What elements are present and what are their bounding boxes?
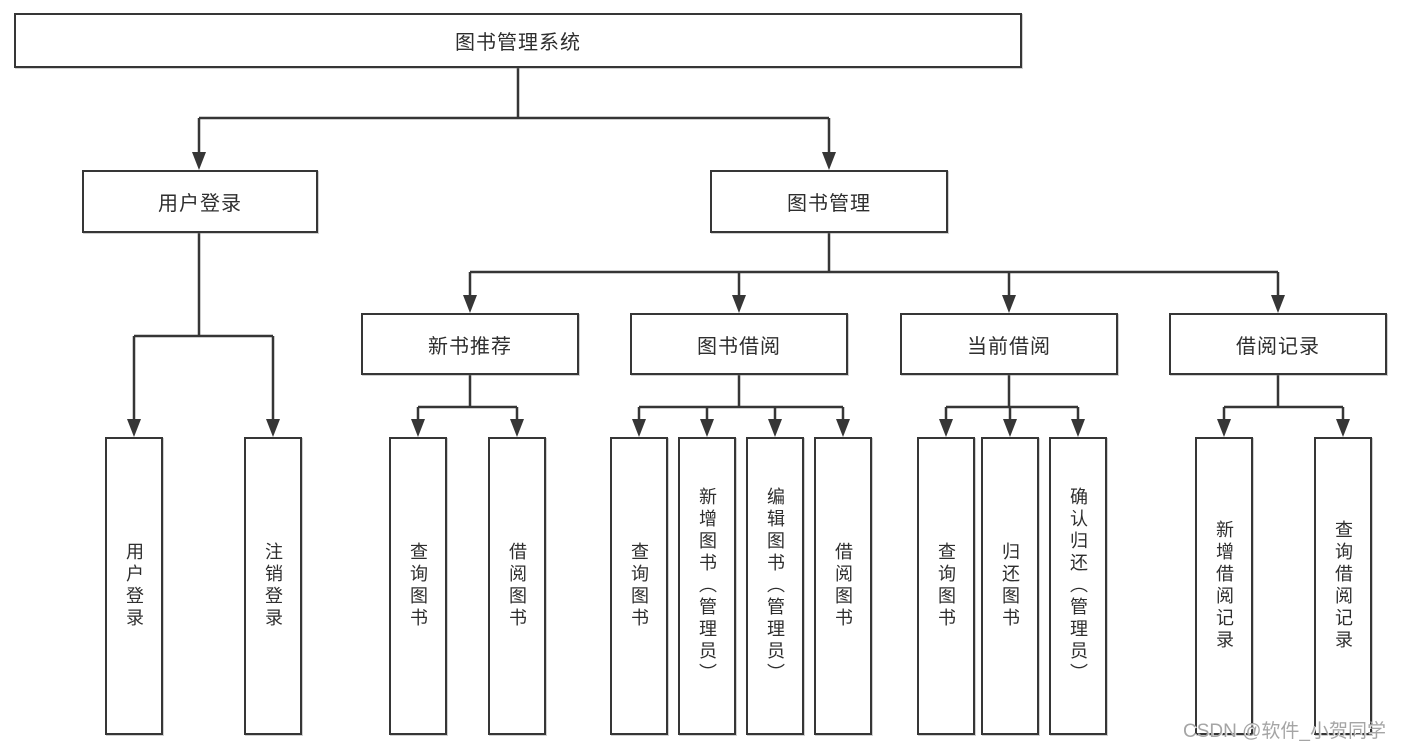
csdn-watermark: CSDN @软件_小贺同学 <box>1183 721 1386 742</box>
leaf-recommend-borrow-book-label: 借阅图书 <box>507 542 527 630</box>
leaf-recommend-query-book-label: 查询图书 <box>408 542 428 630</box>
leaf-borrow-edit-book-admin-label: 编辑图书（管理员） <box>765 487 785 685</box>
leaf-current-query-book-label: 查询图书 <box>936 542 956 630</box>
edge-book-mgmt-to-groups <box>468 233 1280 296</box>
node-user-login-label: 用户登录 <box>158 193 242 215</box>
leaf-records-add-record-label: 新增借阅记录 <box>1214 520 1234 652</box>
leaf-borrow-borrow-book-label: 借阅图书 <box>833 542 853 630</box>
leaf-logout-label: 注销登录 <box>263 542 283 630</box>
leaf-borrow-add-book-admin-label: 新增图书（管理员） <box>697 487 717 685</box>
node-book-management: 图书管理 <box>710 170 948 233</box>
node-current-borrow-label: 当前借阅 <box>967 335 1051 358</box>
leaf-current-confirm-return-admin: 确认归还（管理员） <box>1049 437 1107 735</box>
arrowheads-level1 <box>192 152 836 170</box>
node-library-system-label: 图书管理系统 <box>455 32 581 54</box>
leaf-logout: 注销登录 <box>244 437 302 735</box>
leaf-borrow-borrow-book: 借阅图书 <box>814 437 872 735</box>
leaf-recommend-borrow-book: 借阅图书 <box>488 437 546 735</box>
node-user-login: 用户登录 <box>82 170 318 233</box>
leaf-borrow-add-book-admin: 新增图书（管理员） <box>678 437 736 735</box>
node-new-book-recommend: 新书推荐 <box>361 313 579 375</box>
leaf-records-query-record: 查询借阅记录 <box>1314 437 1372 735</box>
leaf-borrow-query-book: 查询图书 <box>610 437 668 735</box>
leaf-current-confirm-return-admin-label: 确认归还（管理员） <box>1068 487 1088 685</box>
node-borrow-records: 借阅记录 <box>1169 313 1387 375</box>
leaf-current-return-book: 归还图书 <box>981 437 1039 735</box>
node-new-book-recommend-label: 新书推荐 <box>428 335 512 358</box>
edge-root-to-level1 <box>197 68 831 153</box>
arrowheads-groups <box>463 295 1285 313</box>
leaf-borrow-edit-book-admin: 编辑图书（管理员） <box>746 437 804 735</box>
node-borrow-records-label: 借阅记录 <box>1236 335 1320 358</box>
node-library-system: 图书管理系统 <box>14 13 1022 68</box>
edge-book-borrow-to-leaves <box>637 375 845 420</box>
leaf-user-login-label: 用户登录 <box>124 542 144 630</box>
leaf-user-login: 用户登录 <box>105 437 163 735</box>
node-current-borrow: 当前借阅 <box>900 313 1118 375</box>
node-book-borrow: 图书借阅 <box>630 313 848 375</box>
node-book-management-label: 图书管理 <box>787 193 871 215</box>
node-book-borrow-label: 图书借阅 <box>697 335 781 358</box>
arrowheads-leaves <box>127 419 1350 437</box>
edge-borrow-records-to-leaves <box>1222 375 1345 420</box>
leaf-borrow-query-book-label: 查询图书 <box>629 542 649 630</box>
leaf-records-query-record-label: 查询借阅记录 <box>1333 520 1353 652</box>
edge-current-borrow-to-leaves <box>944 375 1080 420</box>
leaf-records-add-record: 新增借阅记录 <box>1195 437 1253 735</box>
edge-user-login-to-leaves <box>132 233 275 420</box>
leaf-current-query-book: 查询图书 <box>917 437 975 735</box>
leaf-current-return-book-label: 归还图书 <box>1000 542 1020 630</box>
edge-new-book-recommend-to-leaves <box>416 375 519 420</box>
leaf-recommend-query-book: 查询图书 <box>389 437 447 735</box>
